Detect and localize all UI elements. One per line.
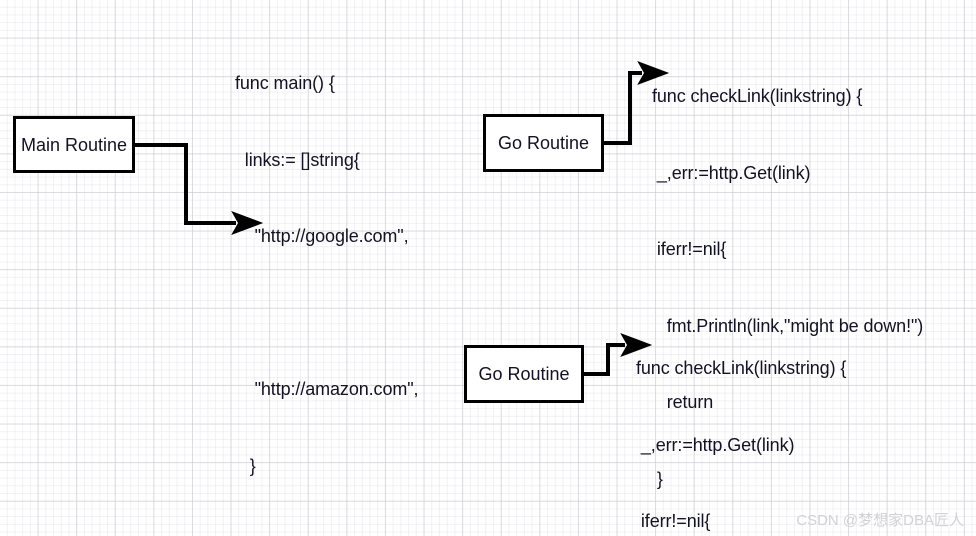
arrow-go1-to-checklink [604, 61, 670, 145]
arrow-main-to-go [135, 143, 264, 235]
code-line-if-err: iferr!=nil{ [652, 239, 727, 259]
main-routine-label: Main Routine [20, 134, 128, 155]
main-routine-box[interactable]: Main Routine [13, 116, 135, 173]
go-routine-1-label: Go Routine [497, 133, 590, 153]
code-line-if-err-2: iferr!=nil{ [636, 511, 711, 531]
code-line-amazon-url: "http://amazon.com", [235, 379, 419, 399]
watermark-text: CSDN @梦想家DBA匠人 [796, 512, 964, 529]
code-block-checklink-top: func checkLink(linkstring) { _,err:=http… [652, 33, 923, 536]
code-line-func-checklink: func checkLink(linkstring) { [652, 86, 863, 106]
code-line-google-url: "http://google.com", [235, 226, 409, 246]
code-line-func-checklink-2: func checkLink(linkstring) { [636, 358, 847, 378]
arrow-go2-to-checklink [584, 333, 653, 376]
code-line-blank-1 [235, 301, 418, 327]
go-routine-2-label: Go Routine [478, 364, 570, 384]
code-line-blank-2 [235, 530, 418, 536]
go-routine-1-box[interactable]: Go Routine [483, 114, 604, 172]
code-line-close-slice: } [235, 455, 256, 476]
code-block-main: func main() { links:= []string{ "http://… [235, 20, 419, 536]
code-line-println-down: fmt.Println(link,"might be down!") [652, 315, 924, 336]
code-line-links-decl: links:= []string{ [235, 149, 360, 170]
code-line-http-get: _,err:=http.Get(link) [652, 162, 811, 183]
code-line-http-get-2: _,err:=http.Get(link) [636, 434, 795, 455]
code-block-checklink-bottom: func checkLink(linkstring) { _,err:=http… [636, 305, 907, 536]
code-line-return: return [652, 392, 714, 412]
go-routine-2-box[interactable]: Go Routine [464, 345, 584, 403]
code-line-close-if: } [652, 468, 663, 489]
code-line-func-main: func main() { [235, 73, 335, 93]
